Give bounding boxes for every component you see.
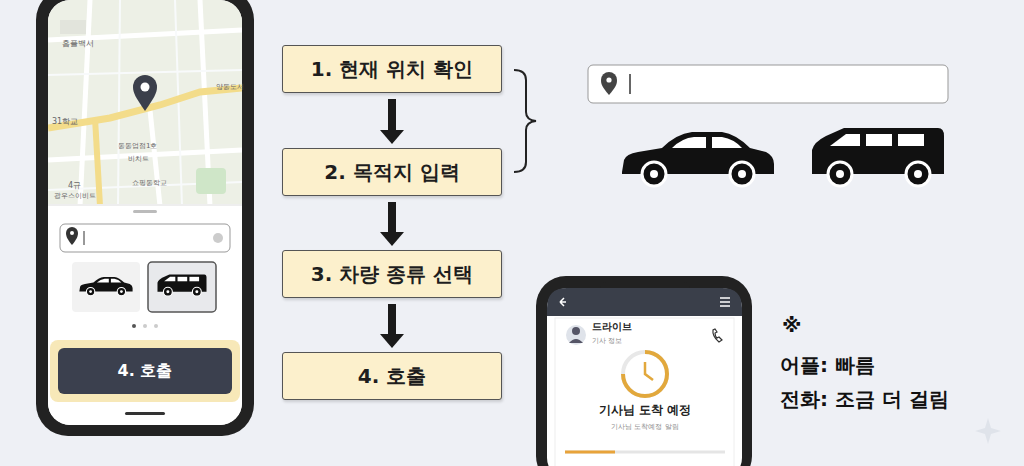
note-text: 전화: 조금 더 걸림 — [780, 386, 949, 413]
note-text: ※ — [782, 313, 801, 337]
note-text: 어플: 빠름 — [780, 352, 875, 379]
search-bar — [588, 65, 948, 103]
sedan-icon — [622, 132, 774, 186]
process-box: 3. 차량 종류 선택 — [282, 250, 502, 298]
search-box — [60, 224, 230, 252]
map-label: 광우스이비트 — [54, 191, 96, 201]
map-label: 양동도서 — [216, 82, 244, 92]
van-icon — [812, 128, 944, 186]
process-box: 1. 현재 위치 확인 — [282, 45, 502, 93]
phone-screen — [547, 288, 742, 466]
bracket — [514, 70, 536, 172]
map-label: 동동업점1호 — [118, 141, 157, 151]
button-highlight — [50, 340, 240, 402]
flow-arrow — [380, 99, 404, 144]
phone-body — [536, 276, 752, 466]
screen-text: 기사 정보 — [592, 336, 622, 346]
screen-text: 기사님 도착 예정 — [599, 402, 691, 419]
screen-text: 기사님 도착예정 알림 — [611, 422, 678, 432]
box-text: 3. 차량 종류 선택 — [311, 261, 473, 288]
process-box: 4. 호출 — [282, 352, 502, 400]
map-label: 홈플백서 — [62, 38, 94, 49]
map-label: 4규 — [68, 180, 81, 191]
box-text: 2. 목적지 입력 — [324, 159, 459, 186]
call-button: 4. 호출 — [58, 348, 232, 394]
flow-arrow — [380, 202, 404, 246]
map-label: 쇼핑동학교 — [132, 178, 167, 188]
process-box: 2. 목적지 입력 — [282, 148, 502, 196]
screen-text: 드라이브 — [592, 320, 632, 334]
phone-body — [36, 0, 254, 436]
box-text: 1. 현재 위치 확인 — [311, 56, 473, 83]
box-text: 4. 호출 — [118, 361, 173, 382]
phone-screen — [48, 0, 242, 425]
car-card — [148, 262, 216, 312]
car-card — [72, 262, 140, 312]
map — [48, 0, 242, 425]
box-text: 4. 호출 — [358, 363, 426, 390]
map-label: 비치트 — [128, 154, 149, 164]
flow-arrow — [380, 304, 404, 348]
map-label: 31학교 — [52, 116, 78, 127]
